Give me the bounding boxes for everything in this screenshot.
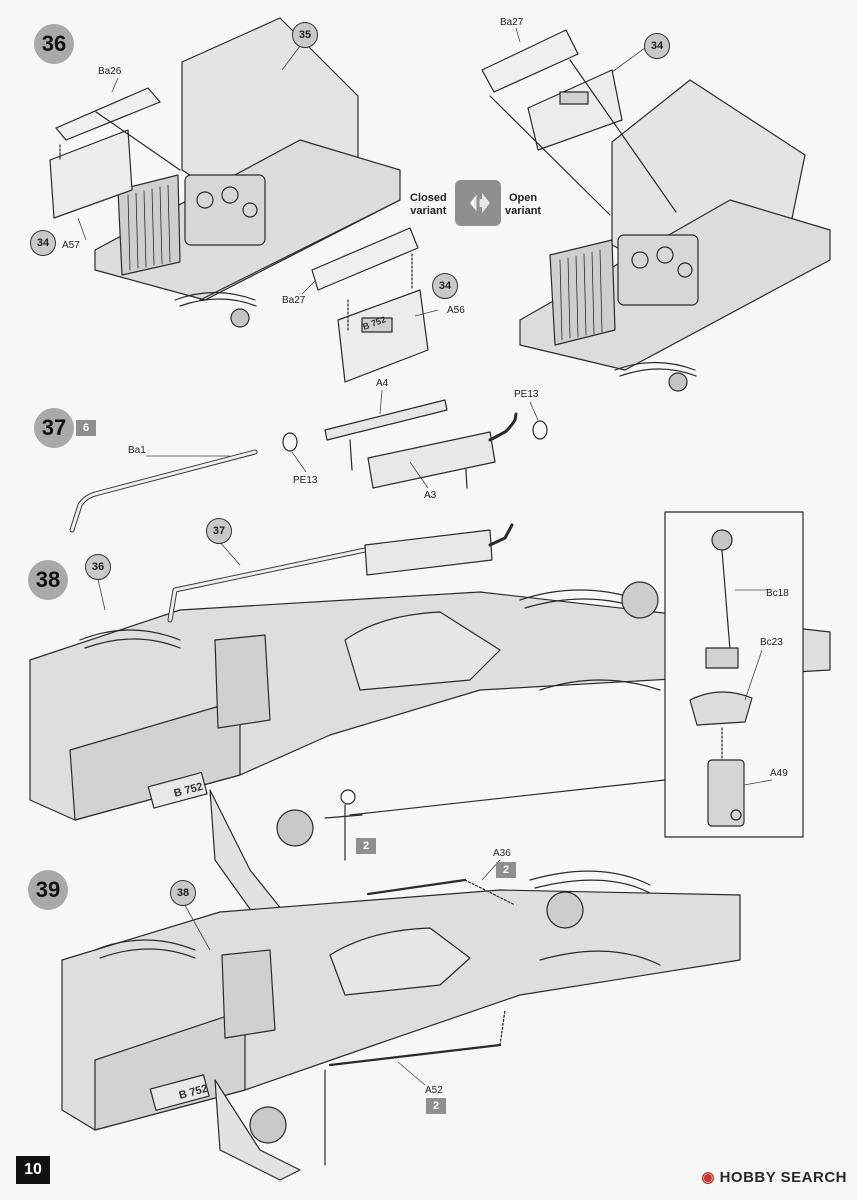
ref-step-37: 37: [206, 518, 232, 544]
part-label-ba27-right: Ba27: [500, 17, 524, 28]
part-label-a36: A36: [493, 848, 511, 859]
part-label-ba27-left: Ba27: [282, 295, 306, 306]
part-label-a49: A49: [770, 768, 788, 779]
step36-open-assembly: [481, 29, 831, 392]
ref-step-34-a: 34: [30, 230, 56, 256]
open-variant-label: Open variant: [505, 192, 542, 217]
ref-step-34-b: 34: [432, 273, 458, 299]
quantity-badge-c: 2: [426, 1098, 446, 1114]
part-label-pe13-left: PE13: [293, 475, 318, 486]
swap-arrows-icon: [455, 180, 501, 226]
step39-chassis-assembly: [61, 870, 741, 1181]
closed-variant-label: Closed variant: [410, 192, 447, 217]
page-number: 10: [16, 1156, 50, 1184]
hobby-search-logo-icon: ◉: [701, 1169, 715, 1186]
part-label-bc18: Bc18: [766, 588, 789, 599]
ref-step-34-c: 34: [644, 33, 670, 59]
watermark: ◉ HOBBY SEARCH: [701, 1168, 847, 1186]
part-label-bc23: Bc23: [760, 637, 783, 648]
step-number-36: 36: [34, 24, 74, 64]
part-label-a52: A52: [425, 1085, 443, 1096]
step-37-quantity-badge: 6: [76, 420, 96, 436]
ref-step-36: 36: [85, 554, 111, 580]
ref-step-38: 38: [170, 880, 196, 906]
step38-chassis-assembly: [29, 511, 831, 931]
part-label-a3: A3: [424, 490, 437, 501]
step-number-37: 37: [34, 408, 74, 448]
part-label-pe13-right: PE13: [514, 389, 539, 400]
part-label-a57: A57: [62, 240, 80, 251]
part-label-ba26: Ba26: [98, 66, 122, 77]
part-label-ba1: Ba1: [128, 445, 146, 456]
step36-closed-assembly: [49, 17, 429, 383]
part-label-a56: A56: [447, 305, 465, 316]
step-number-39: 39: [28, 870, 68, 910]
step-number-38: 38: [28, 560, 68, 600]
quantity-badge-b: 2: [496, 862, 516, 878]
watermark-brand: HOBBY: [719, 1169, 776, 1186]
watermark-suffix: SEARCH: [780, 1169, 847, 1186]
ref-step-35: 35: [292, 22, 318, 48]
part-label-a4: A4: [376, 378, 389, 389]
quantity-badge-a: 2: [356, 838, 376, 854]
step37-exhaust-parts: [69, 399, 548, 533]
